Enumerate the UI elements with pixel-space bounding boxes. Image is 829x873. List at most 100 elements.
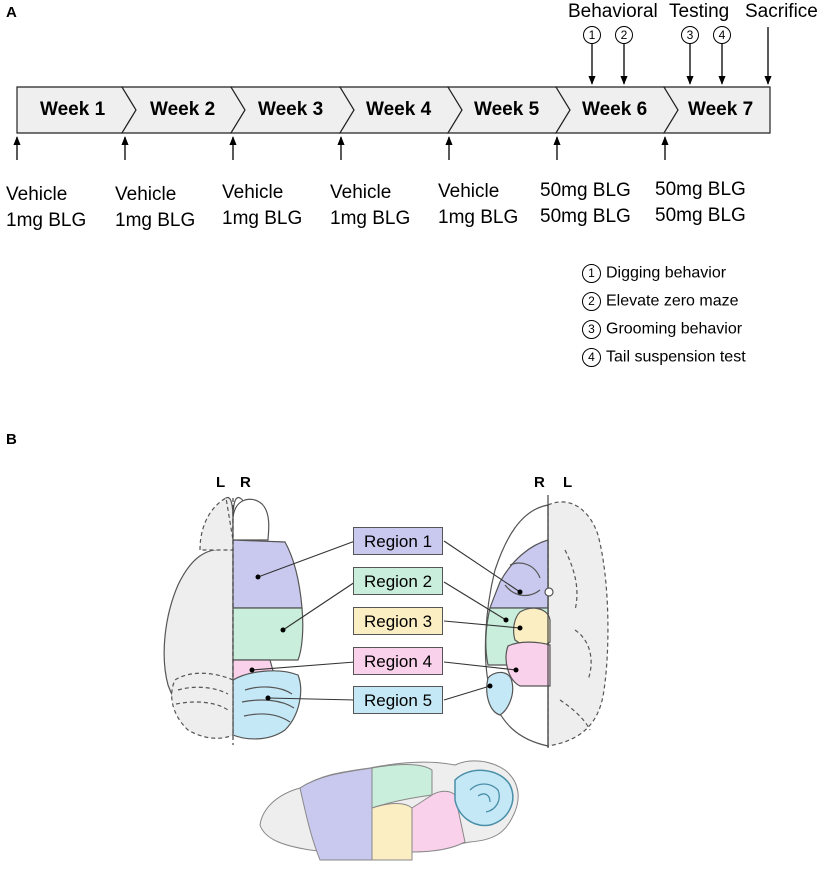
region-5-box: Region 5 [353,686,443,714]
ventral-region-5 [486,671,514,716]
ventral-dot-1 [517,589,523,595]
dose-week-4: Vehicle 1mg BLG [330,180,410,232]
week-5-label: Week 5 [474,99,540,120]
dose-line-1: Vehicle [438,181,500,202]
right-brain-l-label: L [563,474,573,491]
dose-line-1: Vehicle [6,184,68,205]
legend-num: 2 [582,292,601,311]
sagittal-region-5 [454,769,514,827]
week-6-label: Week 6 [582,99,648,120]
legend-num: 1 [582,264,601,283]
dose-line-2: 1mg BLG [6,210,87,231]
marker-circle-3 [681,26,699,44]
legend-item: 2 Elevate zero maze [582,292,746,320]
legend-text: Tail suspension test [606,348,746,366]
ventral-leader-5 [443,685,491,701]
dorsal-left-hemisphere [163,548,234,706]
dorsal-leader-2 [282,581,356,631]
legend-text: Grooming behavior [606,320,743,338]
dose-line-2: 50mg BLG [540,206,631,227]
dose-line-1: Vehicle [330,182,392,203]
dose-line-2: 1mg BLG [222,208,303,229]
left-brain-l-label: L [216,474,226,491]
ventral-dot-5 [487,683,493,689]
dorsal-dot-5 [265,695,271,701]
dose-week-2: Vehicle 1mg BLG [115,182,195,234]
marker-circle-2 [615,26,633,44]
ventral-brain [484,495,609,748]
marker-circle-4 [713,26,731,44]
dorsal-region-5 [232,670,302,740]
ventral-leader-4 [443,661,517,671]
ventral-leader-1 [443,540,521,593]
legend-item: 4 Tail suspension test [582,348,746,376]
dose-line-1: Vehicle [115,184,177,205]
dorsal-dot-1 [255,574,261,580]
marker-num-3: 3 [686,28,694,42]
timeline-diagram [13,26,772,160]
dose-week-3: Vehicle 1mg BLG [222,180,302,232]
dose-line-2: 1mg BLG [330,208,411,229]
panel-b-label: B [6,431,17,448]
marker-num-1: 1 [588,28,596,42]
ventral-region-1 [489,539,549,609]
dose-line-1: 50mg BLG [655,179,746,200]
dose-line-2: 1mg BLG [438,207,519,228]
region-1-box: Region 1 [353,527,443,555]
dose-week-5: Vehicle 1mg BLG [438,179,518,231]
testing-label: Testing [669,1,730,22]
dorsal-left-bulb [199,497,234,551]
dorsal-brain [163,496,304,745]
ventral-dot-4 [513,667,519,673]
legend-num: 3 [582,320,601,339]
ventral-dot-3 [517,625,523,631]
region-3-box: Region 3 [353,607,443,635]
legend-item: 3 Grooming behavior [582,320,746,348]
marker-circle-1 [583,26,601,44]
brain-diagram [163,495,609,861]
week-4-label: Week 4 [366,99,432,120]
dose-line-2: 1mg BLG [115,210,196,231]
ventral-leader-2 [443,581,507,621]
right-brain-r-label: R [534,474,545,491]
panel-a-label: A [6,4,17,21]
dose-line-1: Vehicle [222,182,284,203]
week-3-label: Week 3 [258,99,324,120]
dorsal-leader-1 [257,540,356,578]
dose-line-2: 50mg BLG [655,205,746,226]
sagittal-region-4 [411,790,466,853]
week-1-label: Week 1 [40,99,106,120]
behavior-legend: 1 Digging behavior 2 Elevate zero maze 3 Gr… [582,264,746,376]
week-7-segment [662,86,771,134]
legend-text: Elevate zero maze [606,292,739,310]
legend-text: Digging behavior [606,264,727,282]
sagittal-brain [259,760,519,861]
dorsal-right-bulb [232,498,270,541]
week-2-label: Week 2 [150,99,216,120]
marker-num-4: 4 [718,28,726,42]
sacrifice-label: Sacrifice [745,1,818,22]
region-2-box: Region 2 [353,567,443,595]
dorsal-dot-2 [280,627,286,633]
dorsal-leader-4 [251,661,356,671]
dose-week-1: Vehicle 1mg BLG [6,182,86,234]
dose-week-7: 50mg BLG 50mg BLG [655,177,746,229]
dorsal-left-cerebellum [171,672,234,739]
week-7-label: Week 7 [688,99,754,120]
left-brain-r-label: R [240,474,251,491]
dorsal-dot-4 [249,667,255,673]
ventral-dot-2 [503,617,509,623]
dose-week-6: 50mg BLG 50mg BLG [540,178,631,230]
ventral-left-half [547,501,609,747]
ventral-leader-3 [443,620,521,629]
sagittal-region-3 [371,803,413,861]
region-4-box: Region 4 [353,647,443,675]
behavioral-label: Behavioral [568,1,658,22]
dose-line-1: 50mg BLG [540,180,631,201]
legend-item: 1 Digging behavior [582,264,746,292]
legend-num: 4 [582,348,601,367]
dorsal-region-2 [232,607,304,661]
marker-num-2: 2 [620,28,628,42]
ventral-region-4 [505,641,551,687]
dorsal-leader-5 [267,697,356,701]
